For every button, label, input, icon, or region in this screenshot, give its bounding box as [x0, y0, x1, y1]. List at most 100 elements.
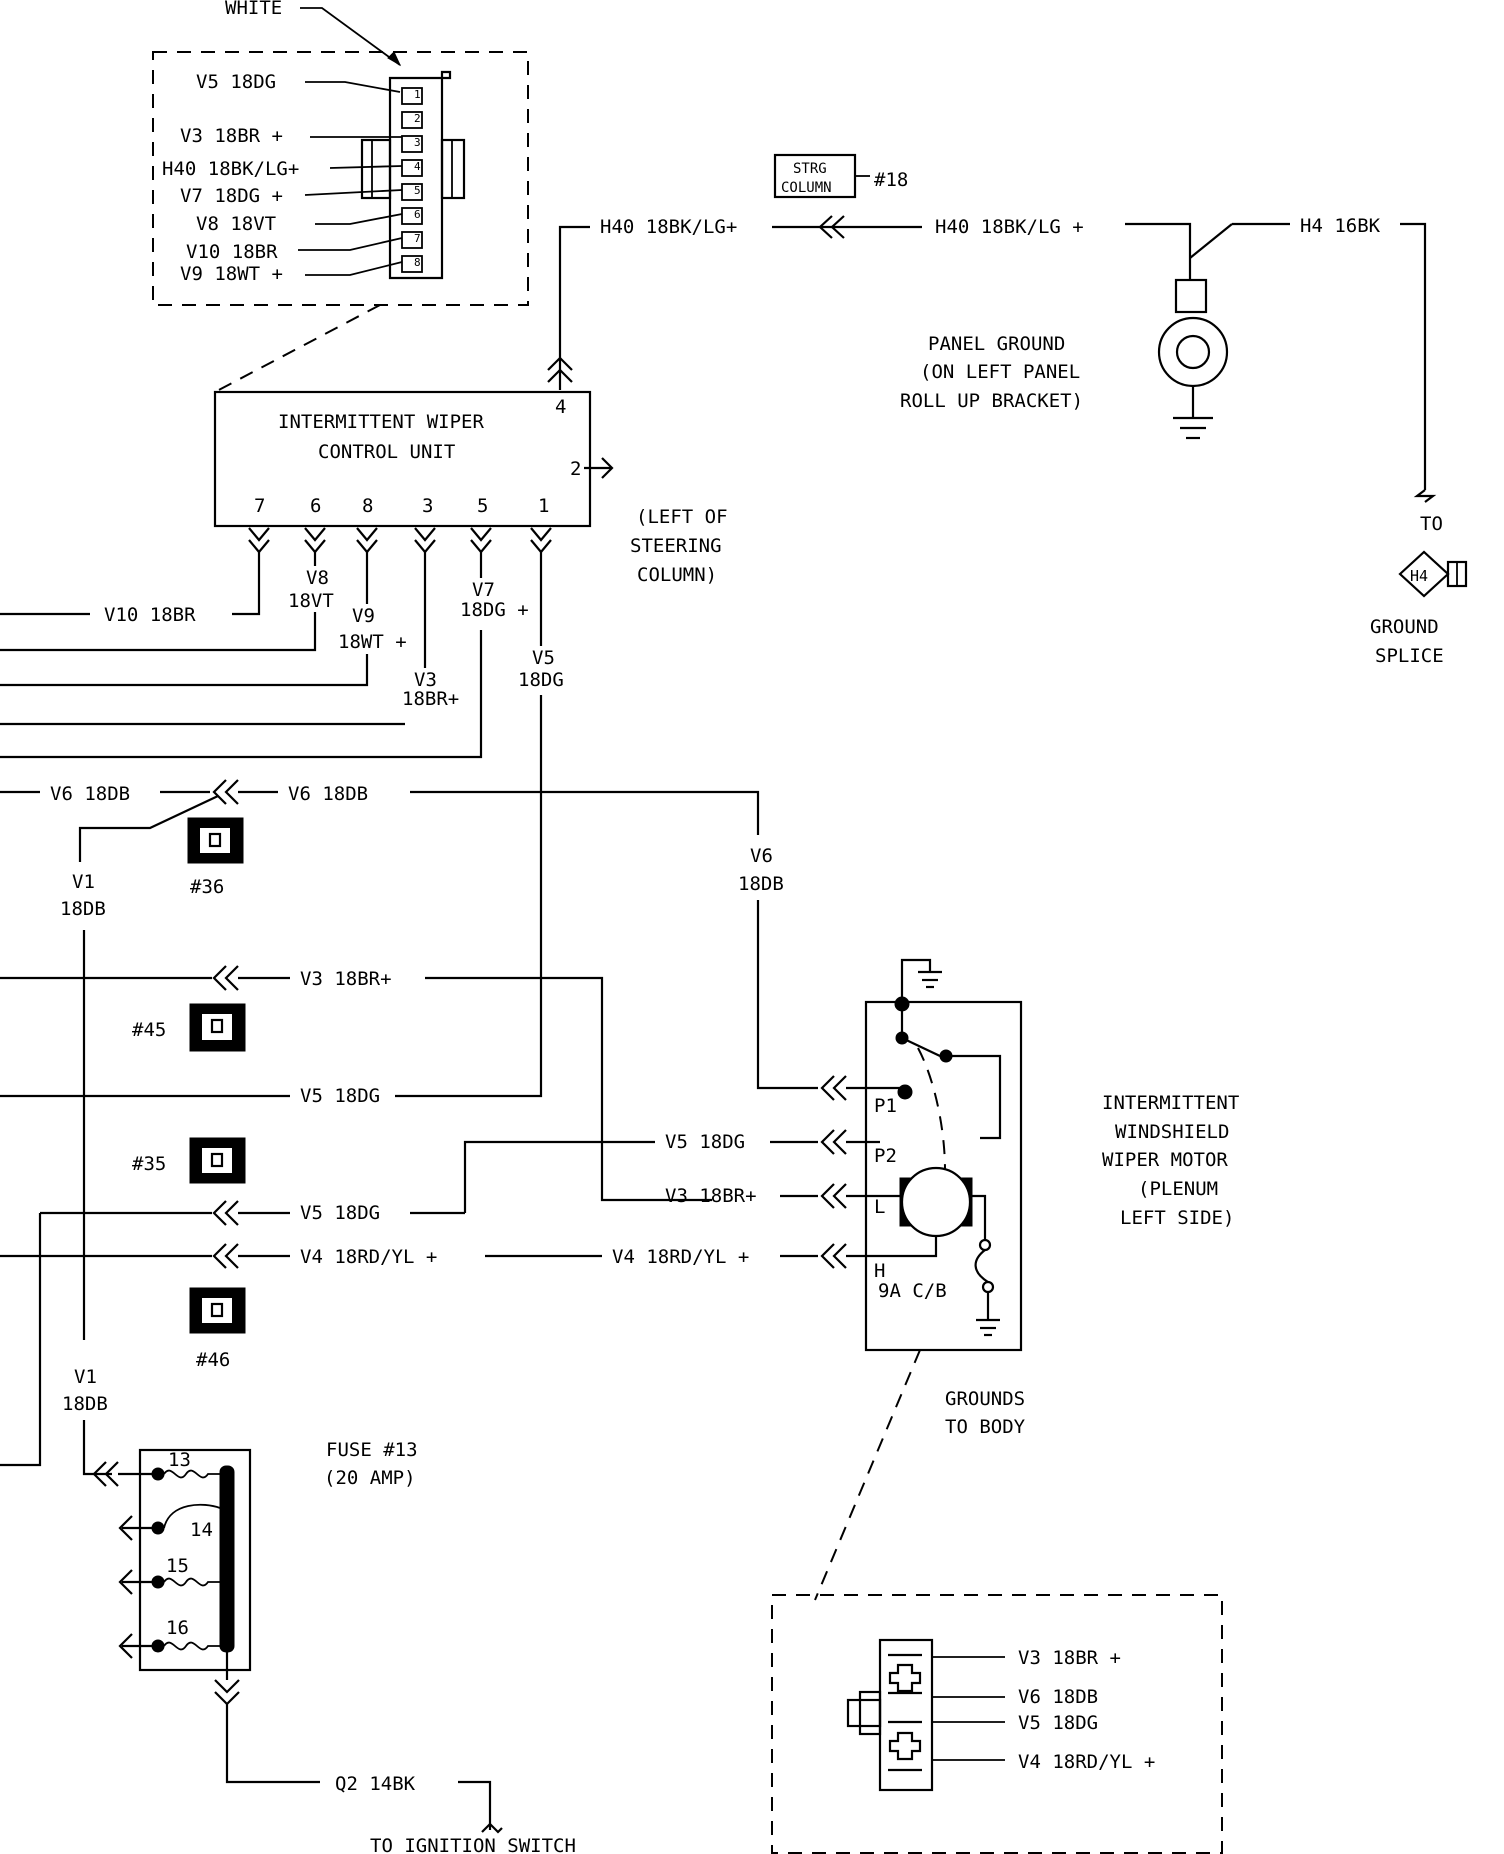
ground-splice-line2: SPLICE [1375, 645, 1444, 667]
wiper-motor: P1 P2 L H 9A C/B [864, 958, 1023, 1352]
v4-motor-label: V4 18RD/YL + [612, 1246, 749, 1268]
diagram-label: COLUMN [781, 180, 832, 196]
diagram-label: H4 [1410, 567, 1428, 585]
diagram-label: V7 [472, 579, 495, 601]
diagram-label: 8 [414, 256, 421, 269]
connector-36 [187, 817, 244, 864]
location-line2: STEERING [630, 535, 722, 557]
h40-right-label: H40 18BK/LG + [935, 216, 1084, 238]
location-line1: (LEFT OF [636, 506, 728, 528]
diagram-label: 18DB [62, 1393, 108, 1415]
diagram-label: 15 [166, 1555, 189, 1577]
panel-ground-symbol [1157, 278, 1229, 440]
connector-35 [189, 1137, 246, 1184]
ground-splice-line1: GROUND [1370, 616, 1439, 638]
motor-title-2: WINDSHIELD [1115, 1121, 1229, 1143]
diagram-label: 2 [414, 112, 421, 125]
fuse-label-2: (20 AMP) [324, 1467, 416, 1489]
v6-left-label: V6 18DB [50, 783, 130, 805]
diagram-label: V3 [414, 669, 437, 691]
connector-46 [189, 1287, 246, 1334]
mc-pin-v4: V4 18RD/YL + [1018, 1751, 1155, 1773]
control-unit-line2: CONTROL UNIT [318, 441, 455, 463]
diagram-label: H [874, 1260, 885, 1282]
v3-motor-label: V3 18BR+ [665, 1185, 757, 1207]
panel-ground-line1: PANEL GROUND [928, 333, 1065, 355]
control-unit-line1: INTERMITTENT WIPER [278, 411, 484, 433]
diagram-label: 16 [166, 1617, 189, 1639]
ground-splice-to: TO [1420, 513, 1443, 535]
h4-wire-label: H4 16BK [1300, 215, 1381, 237]
diagram-label: P1 [874, 1095, 897, 1117]
q2-label: Q2 14BK [335, 1773, 416, 1795]
top-connector-detail: WHITE 1 2 3 4 5 6 7 8 V5 18DG [152, 0, 529, 306]
location-line3: COLUMN) [637, 564, 717, 586]
pin7-wire: V10 18BR [186, 241, 278, 263]
diagram-label: STRG [793, 161, 827, 177]
v3-row-label: V3 18BR+ [300, 968, 392, 990]
diagram-label: 18DG + [460, 599, 529, 621]
panel-ground-line3: ROLL UP BRACKET) [900, 390, 1083, 412]
diagram-label: 3 [422, 495, 433, 517]
diagram-label: 5 [414, 184, 421, 197]
diagram-label: 5 [477, 495, 488, 517]
v6-right-label: V6 18DB [288, 783, 368, 805]
ignition-label: TO IGNITION SWITCH [370, 1835, 576, 1854]
diagram-label: 8 [362, 495, 373, 517]
diagram-label: 9A C/B [878, 1280, 947, 1302]
diagram-label: V6 [750, 845, 773, 867]
v5-motor-label: V5 18DG [665, 1131, 745, 1153]
diagram-label: V1 [72, 871, 95, 893]
diagram-label: 18BR+ [402, 688, 459, 710]
connector-color-label: WHITE [225, 0, 282, 19]
v5-row2-label: V5 18DG [300, 1202, 380, 1224]
pin6-wire: V8 18VT [196, 213, 276, 235]
strg-column-ref: #18 [874, 169, 908, 191]
mc-pin-v5: V5 18DG [1018, 1712, 1098, 1734]
motor-title-4: (PLENUM [1138, 1178, 1218, 1200]
grounds-line1: GROUNDS [945, 1388, 1025, 1410]
connector-45 [189, 1003, 246, 1052]
diagram-label: V1 [74, 1366, 97, 1388]
diagram-label: 18DG [518, 669, 564, 691]
pin-arrows [248, 527, 552, 554]
v10-label: V10 18BR [104, 604, 196, 626]
diagram-label: V9 [352, 605, 375, 627]
motor-title-5: LEFT SIDE) [1120, 1207, 1234, 1229]
motor-title-1: INTERMITTENT [1102, 1092, 1239, 1114]
ground-splice-badge: H4 [1398, 550, 1468, 598]
diagram-label: 14 [190, 1519, 213, 1541]
mc-pin-v3: V3 18BR + [1018, 1647, 1121, 1669]
diagram-label: L [874, 1196, 885, 1218]
diagram-label: V8 [306, 567, 329, 589]
diagram-label: 13 [168, 1449, 191, 1471]
fuse-block: 13 14 15 16 [92, 1448, 252, 1706]
ref-46: #46 [196, 1349, 230, 1371]
strg-column-connector: STRG COLUMN #18 [773, 153, 908, 199]
grounds-line2: TO BODY [945, 1416, 1026, 1438]
diagram-label: 18DB [60, 898, 106, 920]
diagram-label: 18DB [738, 873, 784, 895]
pin4-wire: H40 18BK/LG+ [162, 158, 299, 180]
v5-row-label: V5 18DG [300, 1085, 380, 1107]
pin8-wire: V9 18WT + [180, 263, 283, 285]
pin5-wire: V7 18DG + [180, 185, 283, 207]
diagram-label: 1 [538, 495, 549, 517]
motor-title-3: WIPER MOTOR [1102, 1149, 1228, 1171]
ref-35: #35 [132, 1153, 166, 1175]
control-unit-pin-right: 2 [570, 458, 581, 480]
diagram-label: V5 [532, 647, 555, 669]
diagram-label: P2 [874, 1145, 897, 1167]
diagram-label: 7 [414, 232, 421, 245]
v4-row-label: V4 18RD/YL + [300, 1246, 437, 1268]
ref-45: #45 [132, 1019, 166, 1041]
fuse-label-1: FUSE #13 [326, 1439, 418, 1461]
h40-left-label: H40 18BK/LG+ [600, 216, 737, 238]
mc-pin-v6: V6 18DB [1018, 1686, 1098, 1708]
diagram-label: 3 [414, 136, 421, 149]
diagram-label: 7 [254, 495, 265, 517]
diagram-label: 18VT [288, 590, 334, 612]
diagram-label: 1 [414, 88, 421, 101]
panel-ground-line2: (ON LEFT PANEL [920, 361, 1080, 383]
